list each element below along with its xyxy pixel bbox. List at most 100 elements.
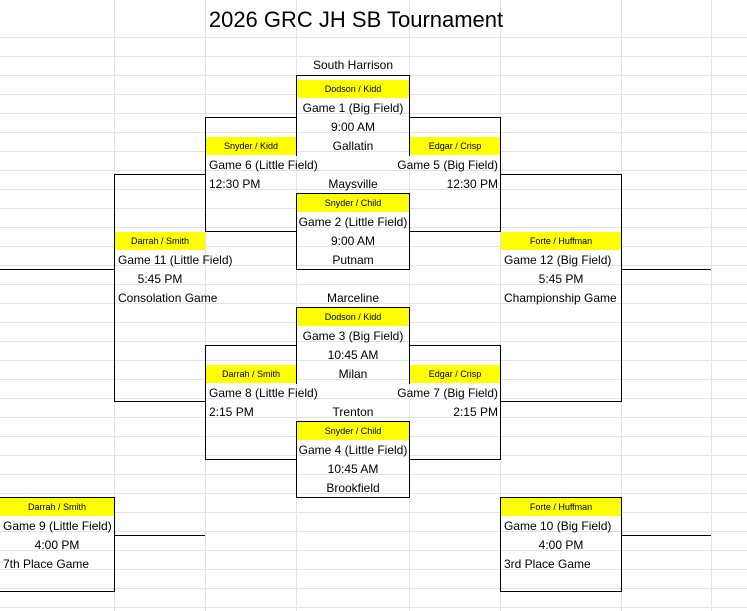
bracket-line — [621, 535, 711, 536]
bracket-line — [500, 497, 501, 592]
gridline — [0, 398, 747, 399]
game11-label: Consolation Game — [118, 291, 218, 305]
bracket-line — [409, 345, 500, 346]
bracket-line — [205, 117, 296, 118]
bracket-line — [114, 401, 205, 402]
game2-name: Game 2 (Little Field) — [298, 215, 408, 229]
game8-name: Game 8 (Little Field) — [209, 386, 318, 400]
gridline — [0, 379, 747, 380]
game10-time: 4:00 PM — [538, 538, 584, 552]
team-trenton: Trenton — [332, 405, 374, 419]
gridline — [0, 56, 747, 57]
team-putnam: Putnam — [332, 253, 374, 267]
bracket-line — [205, 345, 206, 460]
game9-time: 4:00 PM — [34, 538, 80, 552]
game1-time: 9:00 AM — [330, 120, 376, 134]
bracket-line — [621, 497, 622, 592]
game6-umpires: Snyder / Kidd — [223, 141, 279, 151]
team-milan: Milan — [338, 367, 368, 381]
game8-umpires: Darrah / Smith — [221, 369, 281, 379]
umpire-highlight — [501, 498, 621, 516]
bracket-line — [500, 591, 621, 592]
umpire-highlight — [410, 365, 500, 383]
bracket-line — [114, 174, 205, 175]
umpire-highlight — [410, 137, 500, 155]
bracket-line — [114, 497, 115, 592]
game11-umpires: Darrah / Smith — [130, 236, 190, 246]
gridline — [296, 0, 297, 611]
bracket-line — [114, 174, 115, 402]
gridline — [0, 341, 747, 342]
gridline — [0, 170, 747, 171]
bracket-line — [500, 345, 501, 460]
team-marceline: Marceline — [326, 291, 380, 305]
game1-umpires: Dodson / Kidd — [324, 84, 382, 94]
gridline — [0, 227, 747, 228]
bracket-line — [296, 269, 409, 270]
umpire-highlight — [501, 232, 621, 250]
game3-umpires: Dodson / Kidd — [324, 312, 382, 322]
bracket-line — [296, 307, 297, 384]
gridline — [500, 0, 501, 611]
bracket-line — [205, 231, 296, 232]
gridline — [0, 493, 747, 494]
page-title: 2026 GRC JH SB Tournament — [208, 7, 504, 32]
gridline — [409, 0, 410, 611]
bracket-line — [621, 174, 622, 402]
bracket-line — [409, 421, 410, 498]
gridline — [0, 303, 747, 304]
game1-name: Game 1 (Big Field) — [302, 101, 404, 115]
game3-name: Game 3 (Big Field) — [302, 329, 404, 343]
bracket-line — [500, 401, 621, 402]
game5-umpires: Edgar / Crisp — [428, 141, 482, 151]
gridline — [0, 360, 747, 361]
bracket-line — [296, 193, 297, 270]
game12-label: Championship Game — [504, 291, 617, 305]
gridline — [0, 531, 747, 532]
bracket-line — [409, 75, 410, 156]
game12-name: Game 12 (Big Field) — [504, 253, 612, 267]
bracket-line — [114, 535, 205, 536]
game12-umpires: Forte / Huffman — [529, 236, 593, 246]
gridline — [0, 284, 747, 285]
team-maysville: Maysville — [328, 177, 378, 191]
bracket-line — [409, 231, 500, 232]
team-south-harrison: South Harrison — [312, 58, 394, 72]
gridline — [0, 265, 747, 266]
bracket-line — [621, 269, 711, 270]
game3-time: 10:45 AM — [327, 348, 379, 362]
gridline — [0, 113, 747, 114]
game11-time: 5:45 PM — [137, 272, 183, 286]
gridline — [0, 455, 747, 456]
bracket-line — [205, 117, 206, 232]
umpire-highlight — [206, 137, 296, 155]
game2-umpires: Snyder / Child — [324, 198, 382, 208]
game10-label: 3rd Place Game — [504, 557, 591, 571]
game9-label: 7th Place Game — [3, 557, 90, 571]
bracket-line — [296, 497, 409, 498]
game11-name: Game 11 (Little Field) — [118, 253, 233, 267]
umpire-highlight — [297, 308, 409, 326]
bracket-line — [0, 591, 114, 592]
gridline — [0, 132, 747, 133]
game7-name: Game 7 (Big Field) — [397, 386, 498, 400]
gridline — [0, 588, 747, 589]
game6-name: Game 6 (Little Field) — [209, 158, 318, 172]
game7-time: 2:15 PM — [453, 405, 498, 419]
bracket-line — [0, 269, 114, 270]
game7-umpires: Edgar / Crisp — [428, 369, 482, 379]
game5-time: 12:30 PM — [446, 177, 498, 191]
umpire-highlight — [297, 194, 409, 212]
gridline — [0, 550, 747, 551]
gridline — [205, 0, 206, 611]
game4-name: Game 4 (Little Field) — [298, 443, 408, 457]
gridline — [0, 246, 747, 247]
bracket-line — [296, 421, 297, 498]
game6-time: 12:30 PM — [209, 177, 261, 191]
gridline — [0, 417, 747, 418]
gridline — [0, 474, 747, 475]
umpire-highlight — [297, 422, 409, 440]
bracket-line — [409, 193, 410, 270]
gridline — [0, 512, 747, 513]
